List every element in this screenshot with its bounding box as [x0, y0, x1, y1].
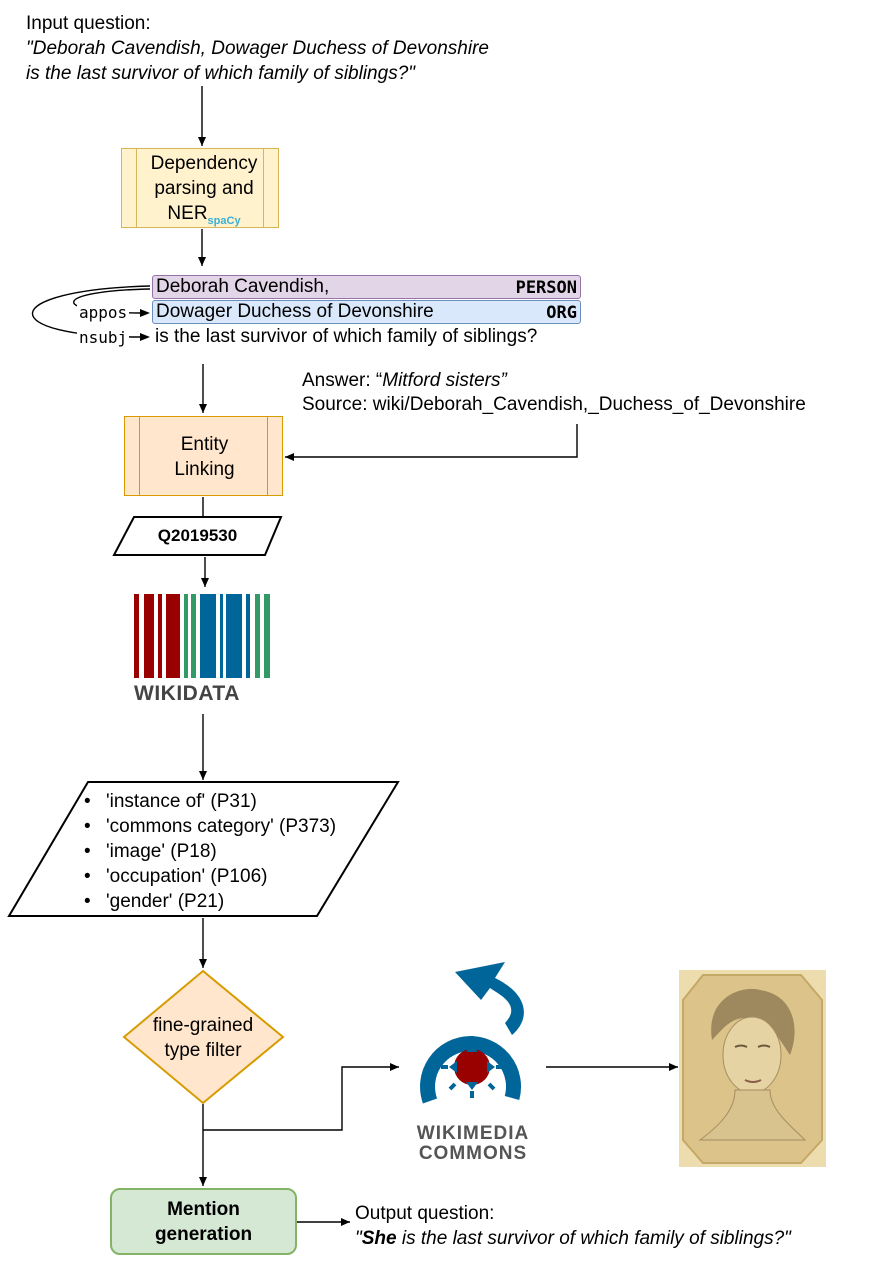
commons-wordmark: WIKIMEDIA COMMONS [398, 1124, 548, 1164]
output-rest: is the last survivor of which family of … [396, 1228, 791, 1249]
input-question-line1: "Deborah Cavendish, Dowager Duchess of D… [26, 38, 489, 59]
token-org-text: Dowager Duchess of Devonshire [156, 301, 434, 322]
input-question-line2: is the last survivor of which family of … [26, 63, 415, 84]
property-item: 'commons category' (P373) [84, 814, 336, 839]
ner-text: NER [167, 203, 208, 224]
commons-line2: COMMONS [418, 1143, 528, 1164]
relation-nsubj: nsubj [77, 328, 130, 348]
output-label: Output question: [355, 1203, 495, 1224]
answer-source: Source: wiki/Deborah_Cavendish,_Duchess_… [302, 394, 806, 415]
filter-line1: fine-grained [152, 1015, 254, 1036]
wikimedia-commons-logo [420, 962, 524, 1104]
process-bar [263, 149, 264, 227]
entity-linking-line1: Entity [180, 434, 229, 455]
token-person-tag: PERSON [515, 278, 577, 298]
portrait-image [679, 970, 826, 1167]
entity-linking-line2: Linking [174, 459, 235, 480]
answer-label: Answer: “ [302, 370, 383, 391]
filter-line2: type filter [164, 1040, 242, 1061]
output-open-quote: " [355, 1228, 362, 1249]
dependency-arrowhead-nsubj [140, 333, 150, 341]
entity-linking-label: Entity Linking [139, 432, 270, 482]
qid-shape [112, 516, 283, 556]
property-item: 'instance of' (P31) [84, 789, 336, 814]
ner-label: Dependency parsing and NERspaCy [136, 151, 272, 234]
property-item: 'gender' (P21) [84, 889, 336, 914]
spacy-label: spaCy [207, 214, 241, 227]
filter-label: fine-grained type filter [128, 1013, 278, 1063]
output-question: "She is the last survivor of which famil… [355, 1226, 791, 1251]
process-bar [267, 417, 268, 495]
input-label: Input question: [26, 13, 151, 34]
mention-line2: generation [154, 1224, 253, 1245]
process-bar [139, 417, 140, 495]
ner-line3: NERspaCy [136, 201, 272, 234]
token-predicate-text: is the last survivor of which family of … [155, 326, 538, 347]
wikidata-barcode [134, 594, 270, 678]
ner-line2: parsing and [154, 178, 254, 199]
arrow-answer-to-el [285, 424, 578, 461]
answer-value: Mitford sisters” [382, 370, 507, 391]
relation-appos: appos [77, 303, 130, 323]
dependency-arrowhead-appos [140, 309, 150, 317]
wikidata-wordmark: WIKIDATA [134, 682, 240, 705]
entity-linking-box: Entity Linking [124, 416, 283, 496]
token-org: Dowager Duchess of Devonshire ORG [152, 300, 581, 324]
qid-label: Q2019530 [157, 526, 238, 545]
mention-generation-box: Mention generation [110, 1188, 297, 1255]
token-org-tag: ORG [546, 303, 577, 323]
arrow-filter-to-commons [203, 1063, 399, 1131]
properties-list: 'instance of' (P31) 'commons category' (… [84, 789, 336, 914]
ner-line1: Dependency [150, 153, 258, 174]
ner-process-box: Dependency parsing and NERspaCy [121, 148, 279, 228]
token-person: Deborah Cavendish, PERSON [152, 275, 581, 299]
token-person-text: Deborah Cavendish, [156, 276, 330, 297]
filter-diamond [122, 969, 285, 1105]
commons-line1: WIKIMEDIA [416, 1123, 530, 1144]
property-item: 'image' (P18) [84, 839, 336, 864]
mention-line1: Mention [167, 1199, 240, 1220]
property-item: 'occupation' (P106) [84, 864, 336, 889]
process-bar [136, 149, 137, 227]
answer-line: Answer: “Mitford sisters” [302, 368, 507, 393]
output-she: She [361, 1228, 397, 1249]
